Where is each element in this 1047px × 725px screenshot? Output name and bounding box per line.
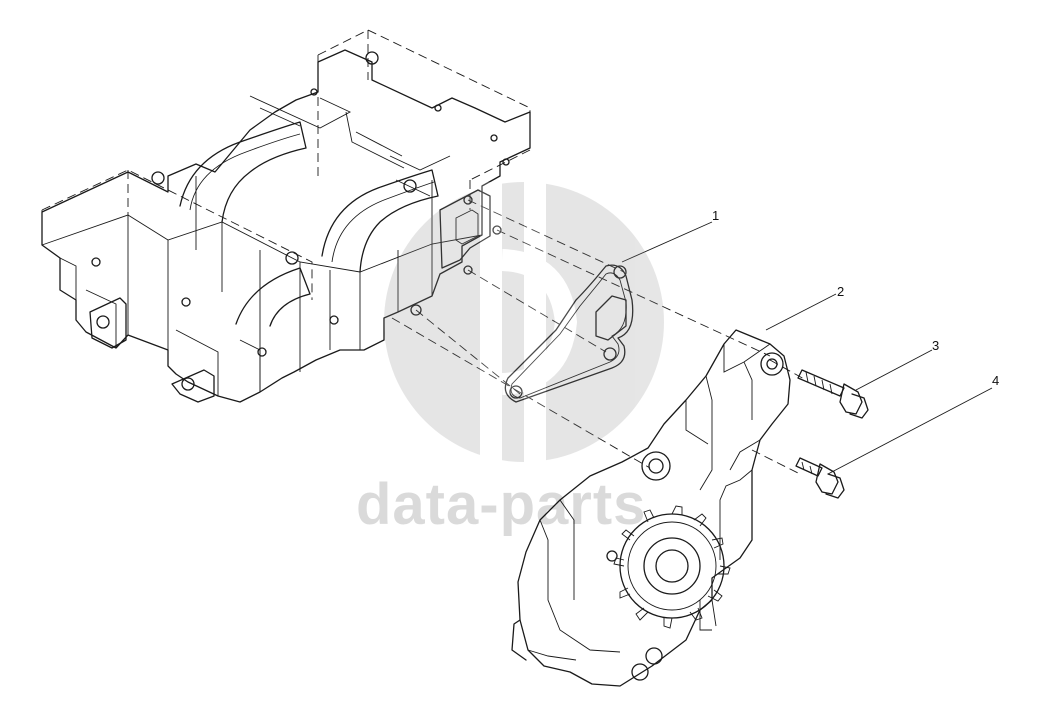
bolt-short-part <box>795 457 845 499</box>
pump-drive-gear <box>613 505 731 629</box>
bolt-long-part <box>797 369 869 419</box>
gasket-part <box>504 264 634 403</box>
watermark-logo: data-parts <box>356 182 664 537</box>
callout-2: 2 <box>837 284 844 299</box>
leader-lines <box>621 221 993 475</box>
callout-labels: 1 2 3 4 <box>712 208 999 388</box>
callout-3: 3 <box>932 338 939 353</box>
engine-block <box>41 29 531 403</box>
callout-4: 4 <box>992 373 999 388</box>
oil-pump-part <box>511 329 791 687</box>
watermark-text: data-parts <box>356 472 646 537</box>
alignment-lines <box>391 199 807 475</box>
callout-1: 1 <box>712 208 719 223</box>
